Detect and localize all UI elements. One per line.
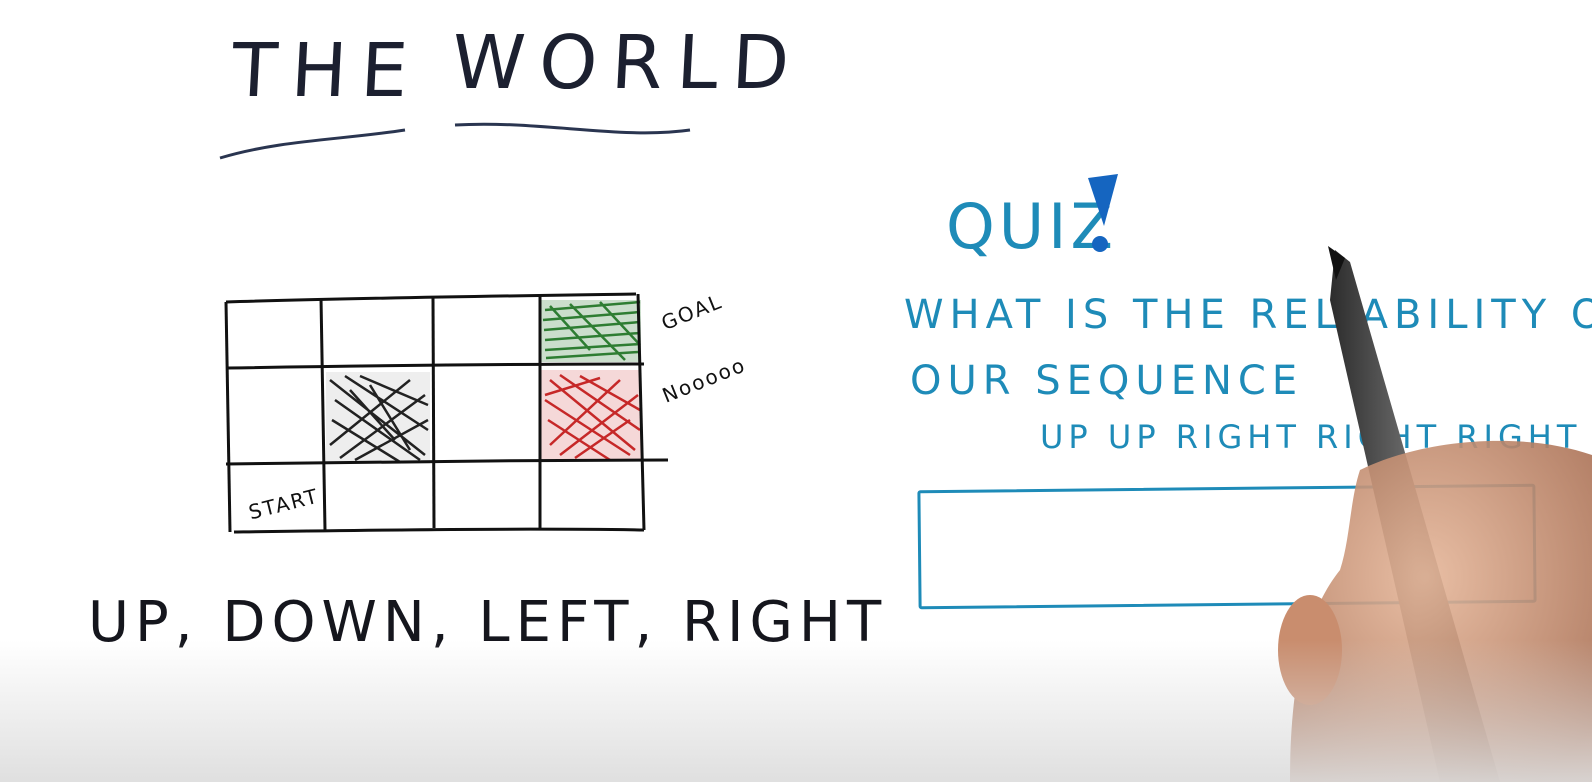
grid-lines (224, 292, 669, 534)
bottom-shade (0, 640, 1592, 782)
question-line-2: OUR SEQUENCE (910, 358, 1304, 404)
question-line-1: WHAT IS THE RELIABILITY OF (904, 292, 1592, 338)
bad-cell (541, 370, 641, 462)
exclamation-mark (1080, 172, 1124, 260)
quiz-heading: QUIZ (946, 190, 1117, 263)
wall-cell (326, 372, 430, 464)
goal-cell (541, 300, 641, 362)
